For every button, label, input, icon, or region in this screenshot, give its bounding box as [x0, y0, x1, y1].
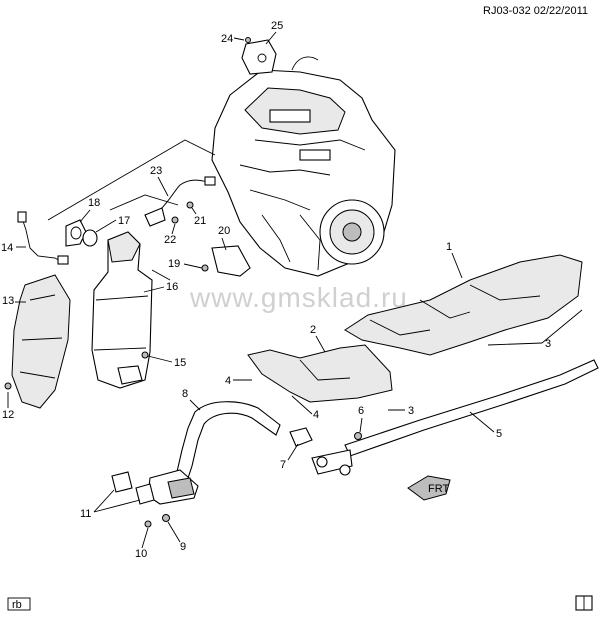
- callout-12: 12: [2, 409, 14, 421]
- callout-4b: 4: [313, 409, 319, 421]
- callout-21: 21: [194, 215, 206, 227]
- callouts: 1 2 3 3 4 4 5 6 7 8 9 10 11: [1, 20, 583, 560]
- nut-10: [144, 520, 152, 528]
- gasket-17: [82, 229, 98, 247]
- callout-24: 24: [221, 33, 233, 45]
- callout-25: 25: [271, 20, 283, 32]
- callout-23: 23: [150, 165, 162, 177]
- diagram-code: RJ03-032 02/22/2011: [483, 5, 588, 17]
- footer-tag: rb: [12, 599, 22, 611]
- bracket-20: [211, 245, 251, 277]
- heat-shield-icon: [11, 274, 71, 409]
- callout-16: 16: [166, 281, 178, 293]
- footer-tag-box: [7, 597, 31, 611]
- front-arrow-label: FRT: [428, 483, 449, 495]
- callout-13: 13: [2, 295, 14, 307]
- callout-2: 2: [310, 324, 316, 336]
- callout-11: 11: [80, 508, 91, 520]
- callout-10: 10: [135, 548, 147, 560]
- bracket-icon: [241, 39, 277, 75]
- oxygen-sensor-14: [17, 211, 69, 265]
- stud-22: [171, 216, 179, 224]
- bolt-12: [4, 382, 12, 390]
- bolt-15: [141, 351, 149, 359]
- front-arrow-icon: FRT: [407, 475, 451, 501]
- callout-19: 19: [168, 258, 180, 270]
- callout-4a: 4: [225, 375, 231, 387]
- oxygen-sensor-icon: [144, 176, 216, 227]
- heat-shield-2: [247, 344, 393, 403]
- callout-3a: 3: [545, 338, 551, 350]
- book-icon: [575, 595, 593, 611]
- callout-20: 20: [218, 225, 230, 237]
- gasket-11b: [135, 483, 155, 505]
- callout-1: 1: [446, 241, 452, 253]
- callout-18: 18: [88, 197, 100, 209]
- stud-21: [186, 201, 194, 209]
- callout-22: 22: [164, 234, 176, 246]
- callout-15: 15: [174, 357, 186, 369]
- heat-shield-1: [344, 254, 583, 356]
- callout-5: 5: [496, 428, 502, 440]
- callout-9: 9: [180, 541, 186, 553]
- bolt-19: [201, 264, 209, 272]
- front-pipe-8: [147, 401, 281, 505]
- exhaust-pipe-icon: [311, 359, 599, 476]
- watermark: www.gmsklad.ru: [189, 282, 408, 313]
- gasket-7: [289, 427, 313, 447]
- bolt-9: [162, 514, 170, 522]
- gasket-18: [65, 219, 87, 247]
- gasket-11: [111, 471, 133, 493]
- bolt-24: [245, 37, 251, 43]
- callout-7: 7: [280, 459, 286, 471]
- callout-3b: 3: [408, 405, 414, 417]
- catalytic-converter-icon: [91, 231, 153, 389]
- callout-17: 17: [118, 215, 130, 227]
- engine-icon: [211, 56, 396, 277]
- callout-8: 8: [182, 388, 188, 400]
- callout-14: 14: [1, 242, 13, 254]
- callout-6: 6: [358, 405, 364, 417]
- nut-6: [354, 432, 362, 440]
